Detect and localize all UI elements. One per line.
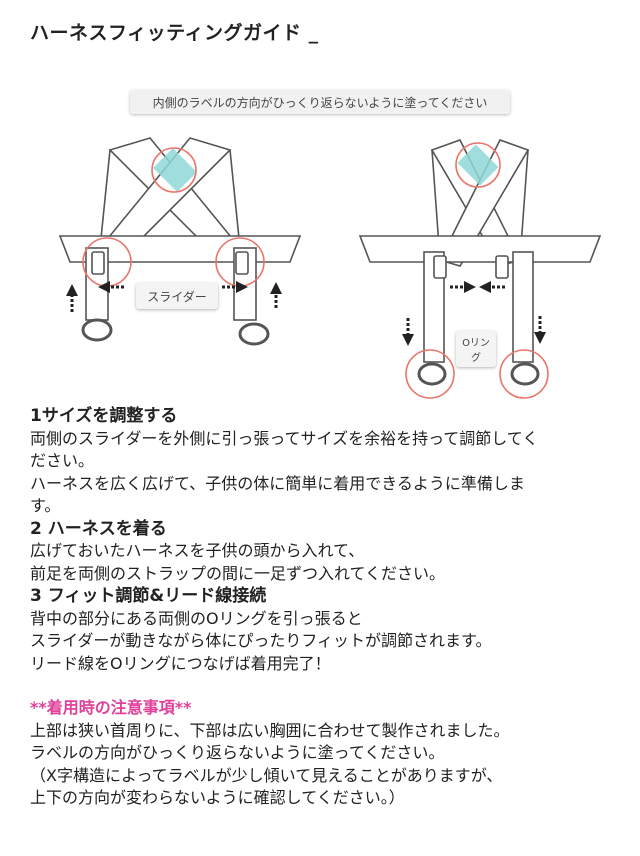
- step-3-heading: 3 フィット調節&リード線接続: [30, 586, 267, 606]
- oring-callout-line2: グ: [471, 353, 481, 364]
- step-1-line: 両側のスライダーを外側に引っ張ってサイズを余裕を持って調節してく: [30, 428, 539, 448]
- caution-line: 上部は狭い首周りに、下部は広い胸囲に合わせて製作されました。: [30, 720, 510, 740]
- page-title: ハーネスフィッティングガイド _: [30, 22, 319, 44]
- step-2-line: 前足を両側のストラップの間に一足ずつ入れてください。: [30, 563, 446, 583]
- step-1-line: ハーネスを広く広げて、子供の体に簡単に着用できるように準備しま: [30, 473, 525, 493]
- highlight-circle: [151, 147, 197, 193]
- highlight-circle: [455, 142, 501, 188]
- highlight-circle: [405, 349, 455, 399]
- harness-diagram: [58, 137, 602, 399]
- step-3-line: 背中の部分にある両側のOリングを引っ張ると: [30, 608, 363, 628]
- label-patch: [153, 148, 197, 192]
- caution-heading: **着用時の注意事項**: [30, 698, 192, 717]
- step-2-heading: 2 ハーネスを着る: [30, 518, 167, 539]
- label-patch: [457, 144, 499, 186]
- instructions: 1サイズを調整する 両側のスライダーを外側に引っ張ってサイズを余裕を持って調節し…: [30, 405, 630, 810]
- slider-callout-text: スライダー: [147, 289, 207, 304]
- harness-fitted-figure: [358, 139, 602, 386]
- oring-callout-line1: Oリン: [462, 338, 490, 349]
- caution-line: 上下の方向が変わらないように確認してください。）: [30, 788, 405, 807]
- step-1-line: す。: [30, 496, 61, 515]
- label-direction-tooltip: 内側のラベルの方向がひっくり返らないように塗ってください: [130, 90, 510, 114]
- arrows-inward: [402, 281, 546, 346]
- step-1-heading: 1サイズを調整する: [30, 406, 178, 426]
- step-3-line: スライダーが動きながら体にぴったりフィットが調節されます。: [30, 631, 492, 650]
- step-1-line: ださい。: [30, 451, 95, 470]
- oring-callout: Oリン グ: [456, 331, 496, 367]
- step-3-line: リード線をOリングにつなげば着用完了！: [30, 653, 331, 673]
- arrows-outward: [66, 281, 282, 312]
- highlight-circle: [499, 349, 549, 399]
- step-2-line: 広げておいたハーネスを子供の頭から入れて、: [30, 541, 365, 560]
- slider-callout: スライダー: [136, 283, 218, 309]
- caution-line: （X字構造によってラベルが少し傾いて見えることがありますが、: [30, 765, 503, 785]
- caution-line: ラベルの方向がひっくり返らないように塗ってください。: [30, 743, 445, 762]
